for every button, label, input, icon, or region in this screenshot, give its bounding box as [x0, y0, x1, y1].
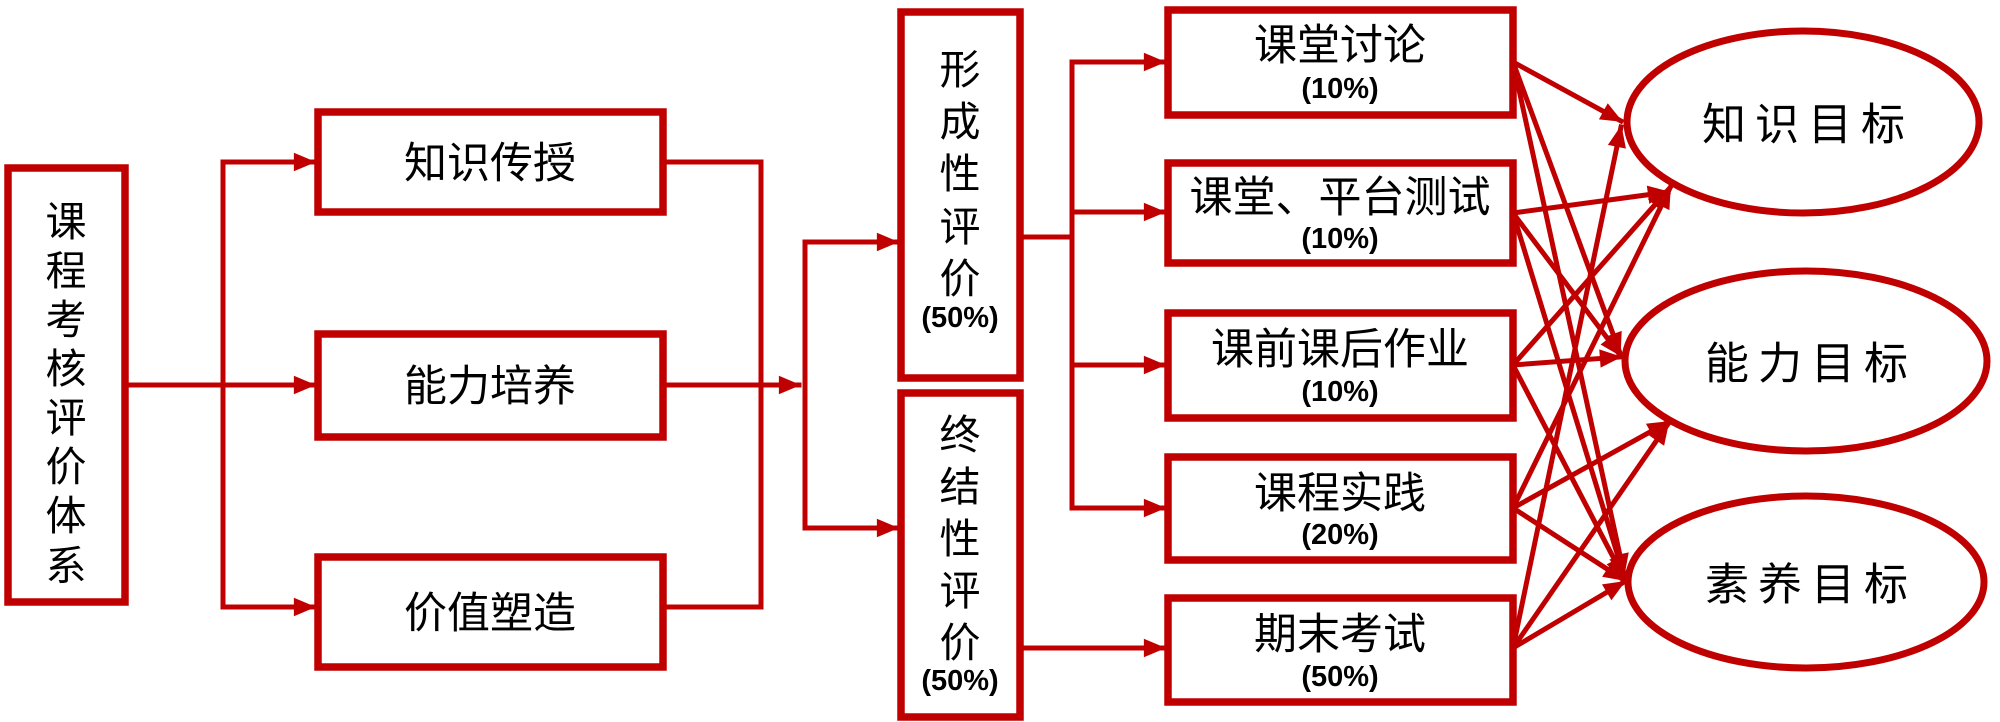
evaluation-box-formative: 形 成 性 评 价 (50%)	[897, 8, 1024, 382]
box-label: 能力培养	[404, 363, 576, 411]
goal-ellipse-literacy: 素养目标	[1624, 492, 1988, 672]
dimension-box-value-shaping: 价值塑造	[314, 553, 667, 671]
root-char: 体	[46, 493, 87, 539]
box-border	[1164, 6, 1517, 119]
box-label: 课程实践	[1254, 470, 1426, 518]
weight-label: (20%)	[1301, 519, 1378, 551]
box-char: 成	[940, 99, 981, 145]
root-char: 核	[46, 346, 87, 392]
arrow-line	[1509, 361, 1628, 582]
goal-label: 能力目标	[1705, 340, 1917, 389]
root-char: 课	[46, 199, 87, 245]
connector-formative-to-assessments	[1017, 52, 1167, 518]
arrow-line	[1510, 185, 1671, 216]
box-label: 课堂、平台测试	[1190, 174, 1491, 222]
box-char: 终	[940, 412, 981, 458]
assessment-box-final-exam: 期末考试 (50%)	[1164, 594, 1517, 706]
box-char: 性	[940, 151, 981, 197]
box-label: 价值塑造	[404, 590, 576, 638]
box-char: 结	[940, 464, 981, 510]
box-char: 形	[940, 47, 981, 93]
box-border	[314, 553, 667, 671]
weight-label: (50%)	[921, 665, 998, 697]
box-char: 评	[940, 568, 981, 614]
root-char: 价	[46, 444, 87, 490]
assessment-box-class-platform-tests: 课堂、平台测试 (10%)	[1164, 159, 1517, 267]
weight-label: (10%)	[1301, 376, 1378, 408]
box-border	[1164, 453, 1517, 564]
dimension-box-knowledge-teaching: 知识传授	[314, 108, 667, 216]
arrow-line	[1509, 578, 1628, 652]
box-char: 性	[940, 516, 981, 562]
box-border	[1164, 594, 1517, 706]
box-border	[314, 108, 667, 216]
arrow-line	[1510, 59, 1629, 577]
goal-ellipse-knowledge: 知识目标	[1623, 27, 1983, 217]
goal-ellipse-ability: 能力目标	[1621, 267, 1991, 455]
connector-dimensions-to-evaluations	[660, 159, 900, 610]
box-char: 评	[940, 204, 981, 250]
arrow-line	[1509, 504, 1628, 584]
root-char: 系	[46, 543, 87, 589]
dimension-box-ability-cultivation: 能力培养	[314, 330, 667, 441]
assessment-box-class-discussion: 课堂讨论 (10%)	[1164, 6, 1517, 119]
root-box: 课 程 考 核 评 价 体 系	[4, 164, 129, 606]
arrow-line	[1509, 184, 1674, 512]
arrow-line	[1510, 349, 1623, 368]
assessment-box-pre-post-homework: 课前课后作业 (10%)	[1164, 309, 1517, 422]
root-char: 考	[46, 297, 87, 343]
box-label: 知识传授	[404, 140, 576, 188]
weight-label: (50%)	[1301, 661, 1378, 693]
ellipse-border	[1624, 492, 1988, 672]
arrow-line	[1509, 58, 1625, 125]
box-border	[897, 389, 1024, 721]
root-char: 评	[46, 395, 87, 441]
weight-label: (10%)	[1301, 223, 1378, 255]
arrow-line	[1509, 418, 1672, 512]
root-box-border	[4, 164, 129, 606]
ellipse-border	[1621, 267, 1991, 455]
weight-label: (10%)	[1301, 73, 1378, 105]
connector-root-to-dimensions	[122, 152, 317, 617]
ellipse-border	[1623, 27, 1983, 217]
assessment-box-course-practice: 课程实践 (20%)	[1164, 453, 1517, 564]
box-label: 课前课后作业	[1211, 326, 1469, 374]
root-char: 程	[46, 248, 87, 294]
goal-label: 素养目标	[1705, 561, 1917, 610]
arrow-line	[1509, 209, 1624, 359]
box-border	[314, 330, 667, 441]
box-label: 期末考试	[1254, 611, 1426, 659]
goal-label: 知识目标	[1702, 101, 1914, 150]
box-label: 课堂讨论	[1254, 22, 1426, 70]
arrow-line	[1510, 124, 1626, 651]
connector-assessments-to-goals	[1509, 58, 1674, 652]
box-border	[897, 8, 1024, 382]
box-border	[1164, 159, 1517, 267]
evaluation-box-summative: 终 结 性 评 价 (50%)	[897, 389, 1024, 721]
weight-label: (50%)	[921, 302, 998, 334]
box-char: 价	[940, 256, 981, 302]
box-border	[1164, 309, 1517, 422]
arrow-line	[1509, 420, 1672, 652]
box-char: 价	[940, 620, 981, 666]
